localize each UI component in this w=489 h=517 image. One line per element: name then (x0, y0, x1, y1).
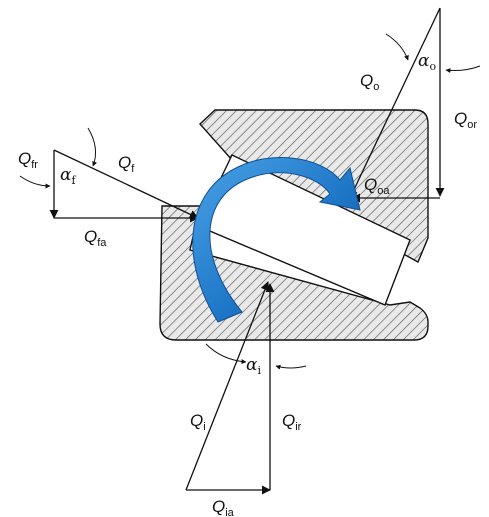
angle-arc-o-left (385, 33, 409, 61)
label-alpha-o: αo (418, 51, 436, 73)
label-q-i: Qi (190, 411, 206, 433)
label-q-fr: Qfr (18, 149, 38, 171)
label-q-fa: Qfa (84, 227, 107, 249)
force-triangle-i (185, 281, 307, 495)
label-q-or: Qor (454, 109, 477, 131)
label-q-f: Qf (118, 153, 135, 175)
label-q-ir: Qir (282, 411, 302, 433)
angle-arc-f (87, 127, 97, 167)
force-triangle-o (349, 7, 481, 203)
angle-arc-f-left (19, 175, 51, 189)
angle-arc-o-right (445, 65, 481, 73)
angle-arc-i-right (275, 364, 307, 370)
labels: Qfr αf Qf Qfa Qo αo Qor Qoa αi Qi Qir Qi… (18, 51, 477, 517)
label-alpha-i: αi (246, 355, 261, 377)
label-alpha-f: αf (60, 165, 76, 187)
rotation-arrow-icon (192, 157, 361, 323)
force-triangle-f (19, 127, 199, 223)
label-q-ia: Qia (212, 497, 235, 517)
angle-arc-i-left (205, 343, 247, 365)
label-q-o: Qo (360, 71, 379, 93)
label-q-oa: Qoa (364, 175, 390, 197)
